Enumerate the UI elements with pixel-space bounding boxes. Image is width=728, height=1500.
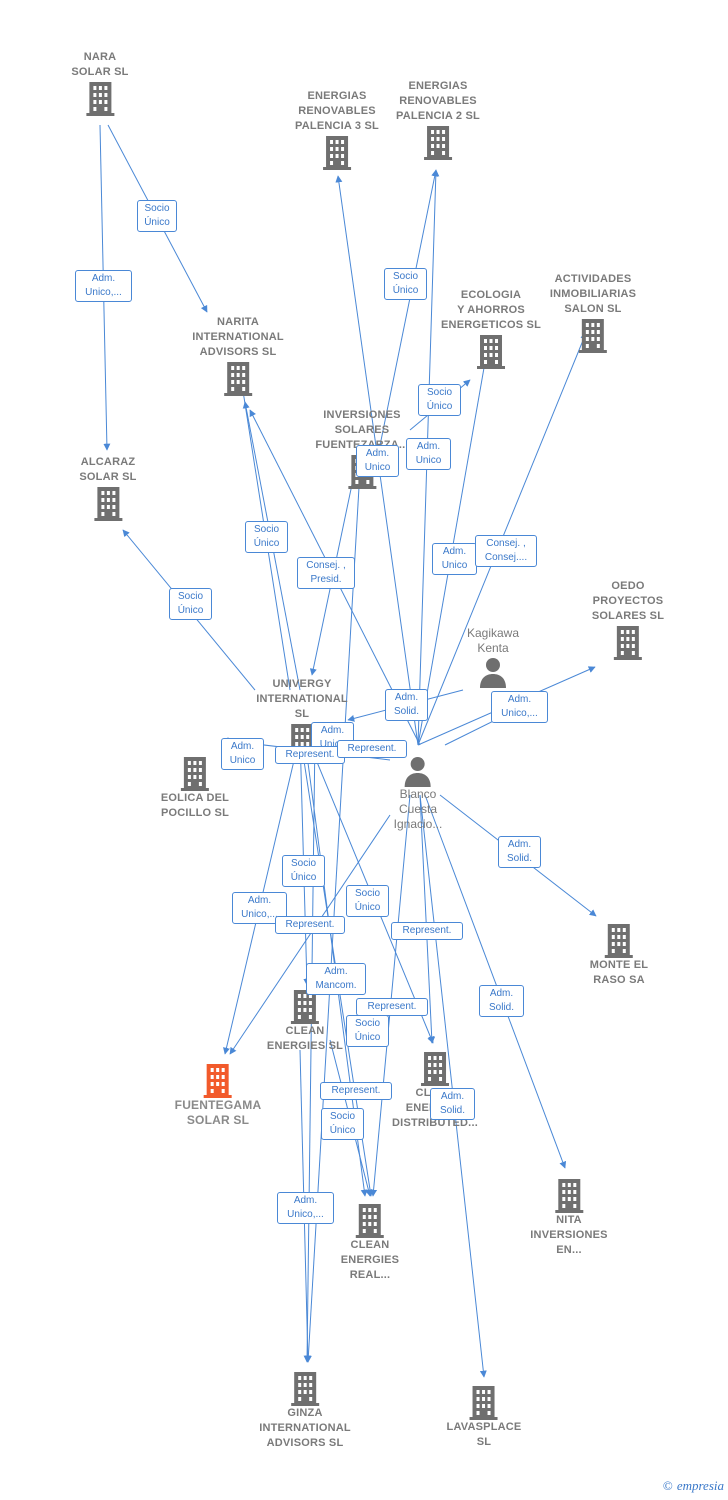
building-icon	[420, 1050, 450, 1086]
relation-label[interactable]: Represent.	[391, 922, 463, 940]
node-lavasplace[interactable]: LAVASPLACE SL	[447, 1384, 522, 1450]
node-label: ACTIVIDADES INMOBILIARIAS SALON SL	[549, 273, 637, 315]
edge-19	[424, 794, 567, 1169]
relation-label[interactable]: Adm. Unico,...	[75, 270, 132, 302]
building-icon	[93, 485, 123, 521]
relation-label[interactable]: Socio Único	[245, 521, 288, 553]
relation-label[interactable]: Consej. , Consej....	[475, 535, 537, 567]
relation-label[interactable]: Socio Único	[321, 1108, 364, 1140]
relation-label[interactable]: Adm. Solid.	[479, 985, 524, 1017]
relation-label[interactable]: Adm. Solid.	[385, 689, 428, 721]
person-icon	[403, 755, 433, 787]
relation-label[interactable]: Socio Único	[346, 1015, 389, 1047]
node-label: ALCARAZ SOLAR SL	[79, 456, 137, 483]
edge-29	[303, 734, 316, 1363]
node-actividades-inmobiliarias[interactable]: ACTIVIDADES INMOBILIARIAS SALON SL	[550, 272, 636, 353]
building-icon	[476, 333, 506, 369]
relation-label[interactable]: Represent.	[337, 740, 407, 758]
edge-20	[419, 794, 487, 1378]
building-icon	[423, 124, 453, 160]
building-icon	[223, 360, 253, 396]
node-label: Kagikawa Kenta	[466, 626, 520, 655]
node-ecologia-ahorros[interactable]: ECOLOGIA Y AHORROS ENERGETICOS SL	[441, 288, 541, 369]
node-nita-inversiones[interactable]: NITA INVERSIONES EN...	[530, 1177, 607, 1258]
footer-brand: © empresia	[663, 1478, 724, 1494]
relation-label[interactable]: Socio Único	[282, 855, 325, 887]
node-label: LAVASPLACE SL	[446, 1421, 522, 1448]
brand-logo[interactable]: empresia	[676, 1478, 724, 1493]
node-label: EOLICA DEL POCILLO SL	[160, 792, 230, 819]
edge-5	[374, 169, 439, 471]
relation-label[interactable]: Adm. Unico	[432, 543, 477, 575]
building-icon	[85, 80, 115, 116]
relation-label[interactable]: Adm. Unico,...	[277, 1192, 334, 1224]
node-nara-solar[interactable]: NARA SOLAR SL	[71, 50, 128, 116]
edge-21	[370, 794, 411, 1197]
relation-label[interactable]: Consej. , Presid.	[297, 557, 355, 589]
building-icon	[554, 1177, 584, 1213]
node-label: Blanco Cuesta Ignacio...	[393, 787, 443, 831]
node-label: UNIVERGY INTERNATIONAL SL	[256, 678, 348, 720]
relation-label[interactable]: Represent.	[275, 916, 345, 934]
node-label: ECOLOGIA Y AHORROS ENERGETICOS SL	[441, 289, 541, 331]
node-narita-international[interactable]: NARITA INTERNATIONAL ADVISORS SL	[192, 315, 284, 396]
node-label: ENERGIAS RENOVABLES PALENCIA 2 SL	[396, 80, 480, 122]
node-label: GINZA INTERNATIONAL ADVISORS SL	[259, 1407, 351, 1449]
relation-label[interactable]: Socio Único	[346, 885, 389, 917]
node-energias-renovables-palencia-3[interactable]: ENERGIAS RENOVABLES PALENCIA 3 SL	[295, 89, 379, 170]
relation-label[interactable]: Adm. Unico,...	[491, 691, 548, 723]
building-icon	[180, 755, 210, 791]
node-label: NARA SOLAR SL	[71, 51, 129, 78]
relation-label[interactable]: Adm. Unico	[406, 438, 451, 470]
edge-22	[419, 794, 436, 1044]
node-kagikawa-kenta[interactable]: Kagikawa Kenta	[467, 626, 519, 688]
edge-23	[229, 814, 391, 1055]
relation-label[interactable]: Adm. Unico	[221, 738, 264, 770]
relation-label[interactable]: Socio Único	[384, 268, 427, 300]
building-icon	[355, 1202, 385, 1238]
node-clean-energies[interactable]: CLEAN ENERGIES SL	[267, 988, 343, 1054]
node-label: NARITA INTERNATIONAL ADVISORS SL	[192, 316, 284, 358]
node-label: CLEAN ENERGIES SL	[266, 1025, 344, 1052]
relation-label[interactable]: Adm. Unico	[356, 445, 399, 477]
node-alcaraz-solar[interactable]: ALCARAZ SOLAR SL	[79, 455, 136, 521]
node-label: FUENTEGAMA SOLAR SL	[174, 1098, 262, 1127]
building-icon	[322, 134, 352, 170]
relation-label[interactable]: Represent.	[275, 746, 345, 764]
building-icon	[613, 624, 643, 660]
node-label: NITA INVERSIONES EN...	[530, 1214, 608, 1256]
node-label: ENERGIAS RENOVABLES PALENCIA 3 SL	[295, 90, 379, 132]
node-blanco-cuesta[interactable]: Blanco Cuesta Ignacio...	[393, 755, 443, 832]
node-label: OEDO PROYECTOS SOLARES SL	[591, 580, 665, 622]
building-icon	[469, 1384, 499, 1420]
node-eolica-del-pocillo[interactable]: EOLICA DEL POCILLO SL	[161, 755, 229, 821]
relation-label[interactable]: Socio Único	[137, 200, 177, 232]
node-label: MONTE EL RASO SA	[589, 959, 649, 986]
relation-label[interactable]: Socio Único	[418, 384, 461, 416]
building-icon	[203, 1062, 233, 1098]
building-icon	[290, 1370, 320, 1406]
building-icon	[578, 317, 608, 353]
relation-label[interactable]: Represent.	[356, 998, 428, 1016]
node-energias-renovables-palencia-2[interactable]: ENERGIAS RENOVABLES PALENCIA 2 SL	[396, 79, 480, 160]
relation-label[interactable]: Adm. Solid.	[498, 836, 541, 868]
node-ginza-international[interactable]: GINZA INTERNATIONAL ADVISORS SL	[259, 1370, 351, 1451]
relation-label[interactable]: Represent.	[320, 1082, 392, 1100]
node-clean-energies-real[interactable]: CLEAN ENERGIES REAL...	[341, 1202, 399, 1283]
person-icon	[478, 656, 508, 688]
relation-label[interactable]: Adm. Solid.	[430, 1088, 475, 1120]
node-label: CLEAN ENERGIES REAL...	[340, 1239, 400, 1281]
copyright-symbol: ©	[662, 1478, 673, 1493]
node-monte-el-raso[interactable]: MONTE EL RASO SA	[590, 922, 648, 988]
node-fuentegama-solar[interactable]: FUENTEGAMA SOLAR SL	[175, 1062, 262, 1128]
node-univergy-international[interactable]: UNIVERGY INTERNATIONAL SL	[256, 677, 348, 758]
building-icon	[604, 922, 634, 958]
node-oedo-proyectos[interactable]: OEDO PROYECTOS SOLARES SL	[592, 579, 664, 660]
relation-label[interactable]: Adm. Mancom.	[306, 963, 366, 995]
relation-label[interactable]: Socio Único	[169, 588, 212, 620]
